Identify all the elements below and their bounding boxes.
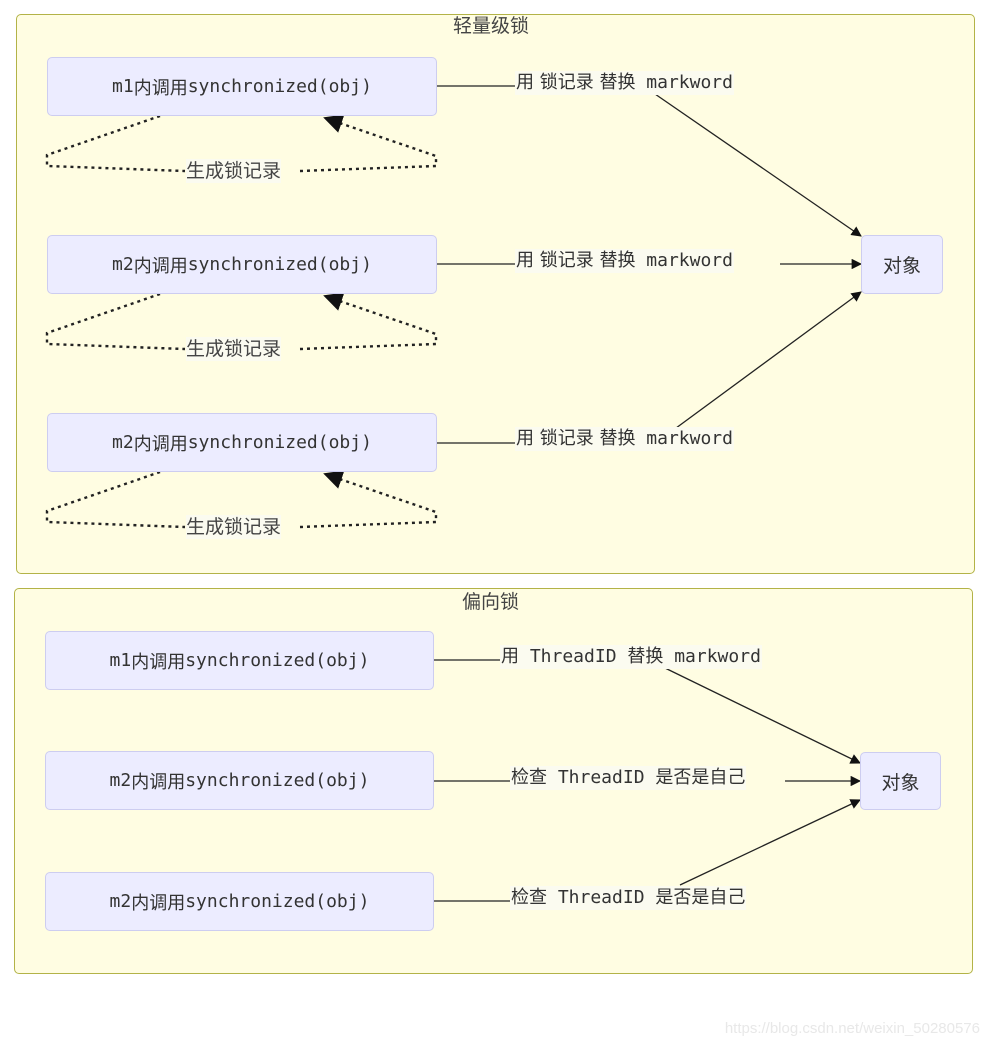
edge-label-b-2: 检查 ThreadID 是否是自己 xyxy=(510,766,747,790)
node-code: synchronized(obj) xyxy=(185,770,370,791)
node-code: synchronized(obj) xyxy=(185,650,370,671)
node-prefix: m2 xyxy=(109,891,132,912)
edge-label-cn: 是否是自己 xyxy=(655,767,746,788)
node-lw-object[interactable]: 对象 xyxy=(861,235,943,294)
edge-label-cn: 检查 xyxy=(511,887,547,908)
edge-label-cn: 用 锁记录 替换 xyxy=(516,72,636,93)
edge-label-b-1: 用 ThreadID 替换 markword xyxy=(500,645,762,669)
edge-label-cn: 用 锁记录 替换 xyxy=(516,428,636,449)
edge-label-code: markword xyxy=(635,428,733,449)
node-code: synchronized(obj) xyxy=(187,254,372,275)
cluster-lightweight-title: 轻量级锁 xyxy=(453,15,530,37)
loop-label-lw-2: 生成锁记录 xyxy=(186,337,282,361)
node-b-object[interactable]: 对象 xyxy=(860,752,941,810)
edge-label-lw-2: 用 锁记录 替换 markword xyxy=(515,249,734,273)
edge-label-cn: 用 锁记录 替换 xyxy=(516,250,636,271)
loop-label-lw-1: 生成锁记录 xyxy=(186,159,282,183)
loop-label-lw-3: 生成锁记录 xyxy=(186,515,282,539)
node-code: synchronized(obj) xyxy=(187,432,372,453)
node-prefix: m2 xyxy=(109,770,132,791)
node-prefix: m1 xyxy=(109,650,132,671)
edge-label-code: ThreadID xyxy=(547,887,656,908)
node-prefix: m1 xyxy=(112,76,134,97)
cluster-biased-title: 偏向锁 xyxy=(462,591,520,613)
node-cn: 内调用 xyxy=(133,77,188,99)
edge-label-lw-3: 用 锁记录 替换 markword xyxy=(515,427,734,451)
node-code: synchronized(obj) xyxy=(185,891,370,912)
edge-label-code: markword xyxy=(635,72,733,93)
node-prefix: m2 xyxy=(112,432,134,453)
edge-label-code: ThreadID xyxy=(519,646,628,667)
edge-label-cn: 检查 xyxy=(511,767,547,788)
node-cn: 内调用 xyxy=(131,651,186,673)
watermark: https://blog.csdn.net/weixin_50280576 xyxy=(724,1020,980,1037)
node-cn: 内调用 xyxy=(133,433,188,455)
edge-label-cn: 是否是自己 xyxy=(655,887,746,908)
edge-label-cn: 替换 xyxy=(627,646,664,667)
node-cn: 内调用 xyxy=(133,255,188,277)
edge-label-code: ThreadID xyxy=(547,767,656,788)
edge-label-lw-1: 用 锁记录 替换 markword xyxy=(515,71,734,95)
edge-label-code: markword xyxy=(663,646,761,667)
edge-label-b-3: 检查 ThreadID 是否是自己 xyxy=(510,886,747,910)
node-cn: 内调用 xyxy=(131,771,186,793)
edge-label-code: markword xyxy=(635,250,733,271)
edge-label-cn: 用 xyxy=(501,646,519,667)
node-cn: 内调用 xyxy=(131,892,186,914)
node-prefix: m2 xyxy=(112,254,134,275)
node-code: synchronized(obj) xyxy=(187,76,372,97)
